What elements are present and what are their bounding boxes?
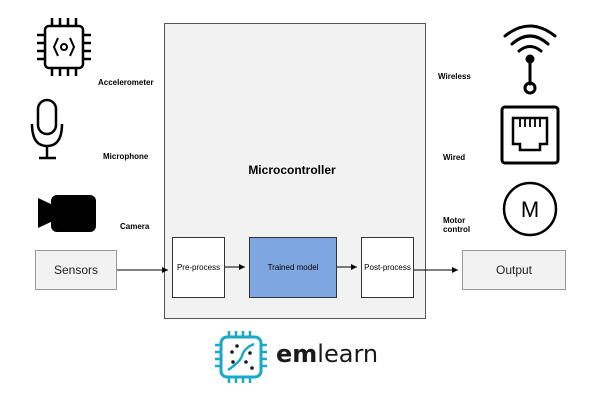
ethernet-port-icon xyxy=(500,105,560,165)
motor-control-label-line2: control xyxy=(443,225,471,234)
microcontroller-label: Microcontroller xyxy=(248,163,336,177)
motor-icon: M xyxy=(502,181,558,237)
trained-model-box: Trained model xyxy=(249,237,337,298)
motor-icon-letter: M xyxy=(521,197,539,222)
postprocess-box: Post-process xyxy=(361,237,414,298)
preprocess-box: Pre-process xyxy=(172,237,225,298)
wireless-label: Wireless xyxy=(438,72,471,81)
wordmark-bold: em xyxy=(276,340,318,368)
chip-icon xyxy=(37,18,91,76)
wireless-antenna-icon xyxy=(503,24,557,95)
camera-label: Camera xyxy=(120,222,150,231)
emlearn-wordmark: emlearn xyxy=(276,340,378,368)
wordmark-rest: learn xyxy=(317,340,379,368)
emlearn-chip-logo-icon xyxy=(215,331,267,383)
wired-label: Wired xyxy=(443,153,466,162)
motor-control-label: Motor control xyxy=(443,216,470,234)
video-camera-icon xyxy=(38,195,96,232)
microphone-label: Microphone xyxy=(103,152,149,161)
microphone-icon xyxy=(30,98,64,160)
output-box: Output xyxy=(462,250,566,290)
sensors-box: Sensors xyxy=(35,250,117,290)
accelerometer-label: Accelerometer xyxy=(98,78,154,87)
motor-control-label-line1: Motor xyxy=(443,216,466,225)
